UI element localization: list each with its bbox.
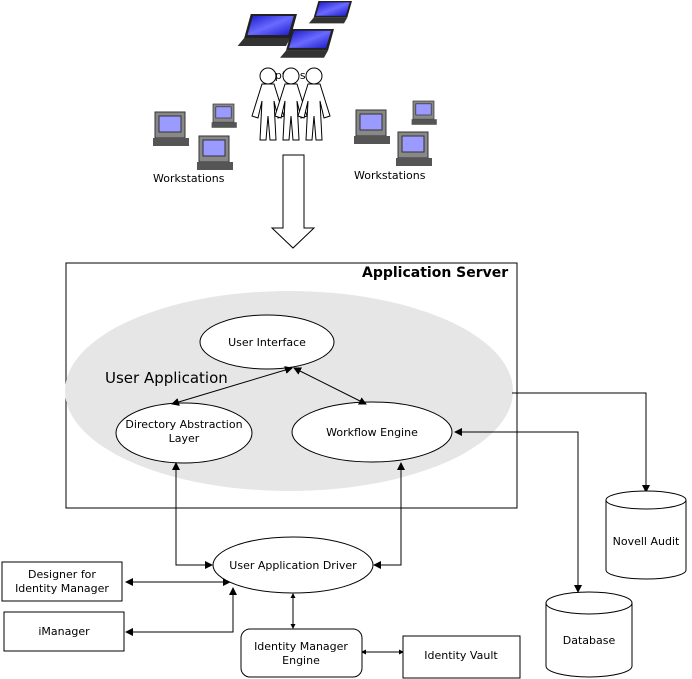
application-server-title: Application Server — [362, 265, 508, 281]
user-application-driver-label: User Application Driver — [229, 559, 357, 572]
novell-audit-db — [605, 490, 687, 580]
user-application-driver-node — [212, 536, 374, 594]
identity-manager-engine-label-1: Identity Manager — [254, 640, 348, 653]
workstations-right-label: Workstations — [354, 169, 426, 182]
directory-abstraction-label-1: Directory Abstraction — [125, 418, 242, 431]
workstations-left-label: Workstations — [153, 172, 225, 185]
designer-label-2: Identity Manager — [15, 582, 109, 595]
hollow-down-arrow — [270, 154, 316, 249]
user-interface-label: User Interface — [228, 336, 306, 349]
identity-vault-box — [402, 635, 521, 679]
workstations-right-icon — [353, 100, 438, 167]
designer-label-1: Designer for — [28, 568, 96, 581]
directory-abstraction-label-2: Layer — [169, 432, 200, 445]
identity-vault-label: Identity Vault — [424, 649, 498, 662]
laptops-icon — [237, 1, 352, 58]
workstations-left-icon — [152, 103, 238, 171]
users-icon — [251, 67, 331, 141]
novell-audit-label: Novell Audit — [613, 535, 680, 548]
workflow-engine-label: Workflow Engine — [326, 426, 418, 439]
identity-manager-engine-box — [240, 628, 363, 678]
connectors — [125, 366, 650, 655]
designer-box — [1, 561, 123, 602]
imanager-box — [3, 611, 125, 652]
identity-manager-engine-label-2: Engine — [282, 654, 320, 667]
database-db — [545, 591, 633, 678]
imanager-label: iManager — [38, 625, 90, 638]
user-application-label: User Application — [105, 369, 228, 387]
database-label: Database — [563, 634, 616, 647]
workflow-engine-node — [291, 401, 453, 463]
